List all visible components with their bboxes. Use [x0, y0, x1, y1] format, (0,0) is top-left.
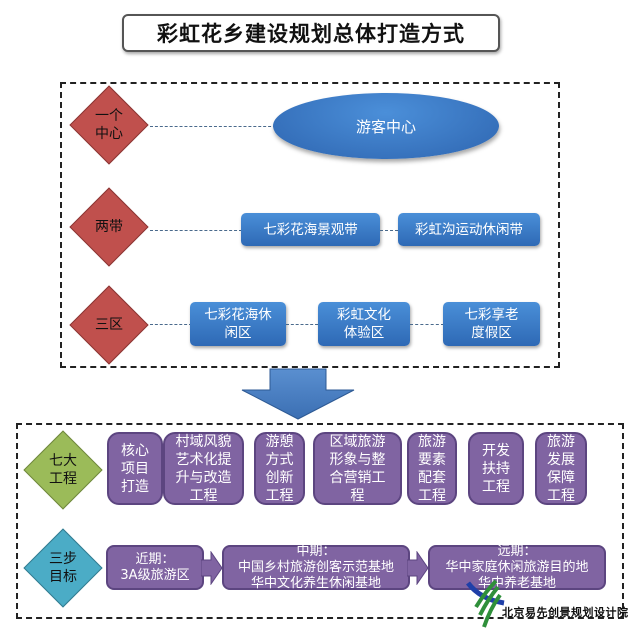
project-label-line: 创新 — [265, 469, 294, 486]
project-label-line: 核心 — [121, 442, 149, 459]
step-label-line: 3A级旅游区 — [120, 567, 190, 583]
diamond-label-line: 目标 — [49, 569, 77, 585]
top-section — [60, 82, 560, 368]
project-label-line: 工程 — [418, 487, 446, 504]
page-title: 彩虹花乡建设规划总体打造方式 — [122, 14, 500, 52]
logo-text: 北京易先创景规划设计院 — [502, 604, 629, 620]
zone-box: 彩虹文化体验区 — [318, 302, 410, 346]
step-arrow-icon — [201, 551, 223, 585]
title-text: 彩虹花乡建设规划总体打造方式 — [157, 22, 465, 46]
step-box: 近期：3A级旅游区 — [106, 545, 204, 590]
connector — [150, 126, 276, 127]
belt-label: 彩虹沟运动休闲带 — [415, 221, 523, 238]
project-box: 核心项目打造 — [107, 432, 163, 505]
project-box: 游憩方式创新工程 — [254, 432, 305, 505]
zone-box: 七彩享老度假区 — [443, 302, 540, 346]
project-label-line: 开发 — [482, 442, 510, 459]
project-box: 村域风貌艺术化提升与改造工程 — [163, 432, 244, 505]
project-label-line: 方式 — [265, 451, 294, 468]
connector — [410, 324, 444, 325]
project-label-line: 旅游 — [547, 433, 575, 450]
bottom-section — [16, 423, 624, 619]
project-label-line: 工程 — [265, 487, 294, 504]
project-box: 开发扶持工程 — [468, 432, 524, 505]
diamond-label-line: 一个 — [95, 108, 123, 124]
logo-swoosh-icon — [466, 579, 505, 628]
diamond-seven-projects: 七大工程 — [23, 430, 103, 510]
project-label-line: 合营销工 — [329, 469, 386, 486]
step-box: 中期：中国乡村旅游创客示范基地华中文化养生休闲基地 — [222, 543, 410, 591]
logo-text-label: 北京易先创景规划设计院 — [502, 606, 629, 619]
project-label-line: 要素 — [418, 451, 446, 468]
step-label-line: 近期： — [135, 551, 175, 567]
step-label-line: 远期： — [497, 543, 537, 559]
project-label-line: 形象与整 — [329, 451, 386, 468]
zone-label-line: 彩虹文化 — [337, 307, 391, 323]
project-label-line: 升与改造 — [175, 469, 232, 486]
belt-box: 彩虹沟运动休闲带 — [398, 213, 540, 246]
diamond-three-steps: 三步目标 — [23, 528, 103, 608]
project-label-line: 扶持 — [482, 460, 510, 477]
step-label-line: 中期： — [296, 543, 336, 559]
step-arrow-icon — [407, 551, 429, 585]
visitor-center-label: 游客中心 — [355, 117, 416, 136]
project-label-line: 保障 — [547, 469, 575, 486]
belt-box: 七彩花海景观带 — [241, 213, 380, 246]
project-label-line: 区域旅游 — [329, 433, 386, 450]
project-label-line: 工程 — [547, 487, 575, 504]
diamond-three-zones: 三区 — [69, 285, 149, 365]
project-label-line: 工程 — [189, 487, 218, 504]
diamond-one-center: 一个中心 — [69, 85, 149, 165]
project-label-line: 艺术化提 — [175, 451, 232, 468]
step-box: 远期：华中家庭休闲旅游目的地华中养老基地 — [428, 543, 606, 591]
project-box: 区域旅游形象与整合营销工程 — [313, 432, 402, 505]
visitor-center-ellipse: 游客中心 — [273, 93, 499, 159]
project-label-line: 程 — [350, 487, 365, 504]
diamond-two-belts: 两带 — [69, 187, 149, 267]
project-label-line: 发展 — [547, 451, 575, 468]
project-box: 旅游发展保障工程 — [535, 432, 587, 505]
step-label-line: 中国乡村旅游创客示范基地 — [237, 559, 394, 575]
connector — [380, 230, 398, 231]
zone-label-line: 体验区 — [343, 325, 385, 341]
project-label-line: 工程 — [482, 478, 510, 495]
connector — [150, 230, 242, 231]
zone-label-line: 七彩享老 — [464, 307, 519, 323]
diamond-label-line: 三区 — [95, 317, 123, 333]
step-label-line: 华中家庭休闲旅游目的地 — [445, 559, 589, 575]
step-label-line: 华中文化养生休闲基地 — [250, 575, 381, 591]
zone-label-line: 度假区 — [471, 325, 512, 341]
diamond-label-line: 七大 — [49, 453, 77, 469]
belt-label: 七彩花海景观带 — [263, 221, 358, 238]
zone-box: 七彩花海休闲区 — [190, 302, 286, 346]
diamond-label-line: 三步 — [49, 551, 77, 567]
connector — [286, 324, 318, 325]
diamond-label-line: 两带 — [95, 219, 123, 235]
connector — [150, 324, 192, 325]
project-label-line: 村域风貌 — [175, 433, 232, 450]
project-label-line: 项目 — [121, 460, 149, 477]
down-arrow-icon — [241, 368, 355, 420]
project-box: 旅游要素配套工程 — [407, 432, 457, 505]
zone-label-line: 七彩花海休 — [204, 307, 272, 323]
project-label-line: 打造 — [121, 478, 149, 495]
zone-label-line: 闲区 — [224, 325, 252, 341]
diamond-label-line: 中心 — [95, 126, 123, 142]
project-label-line: 配套 — [418, 469, 446, 486]
project-label-line: 旅游 — [418, 433, 446, 450]
diamond-label-line: 工程 — [49, 471, 77, 487]
project-label-line: 游憩 — [265, 433, 294, 450]
